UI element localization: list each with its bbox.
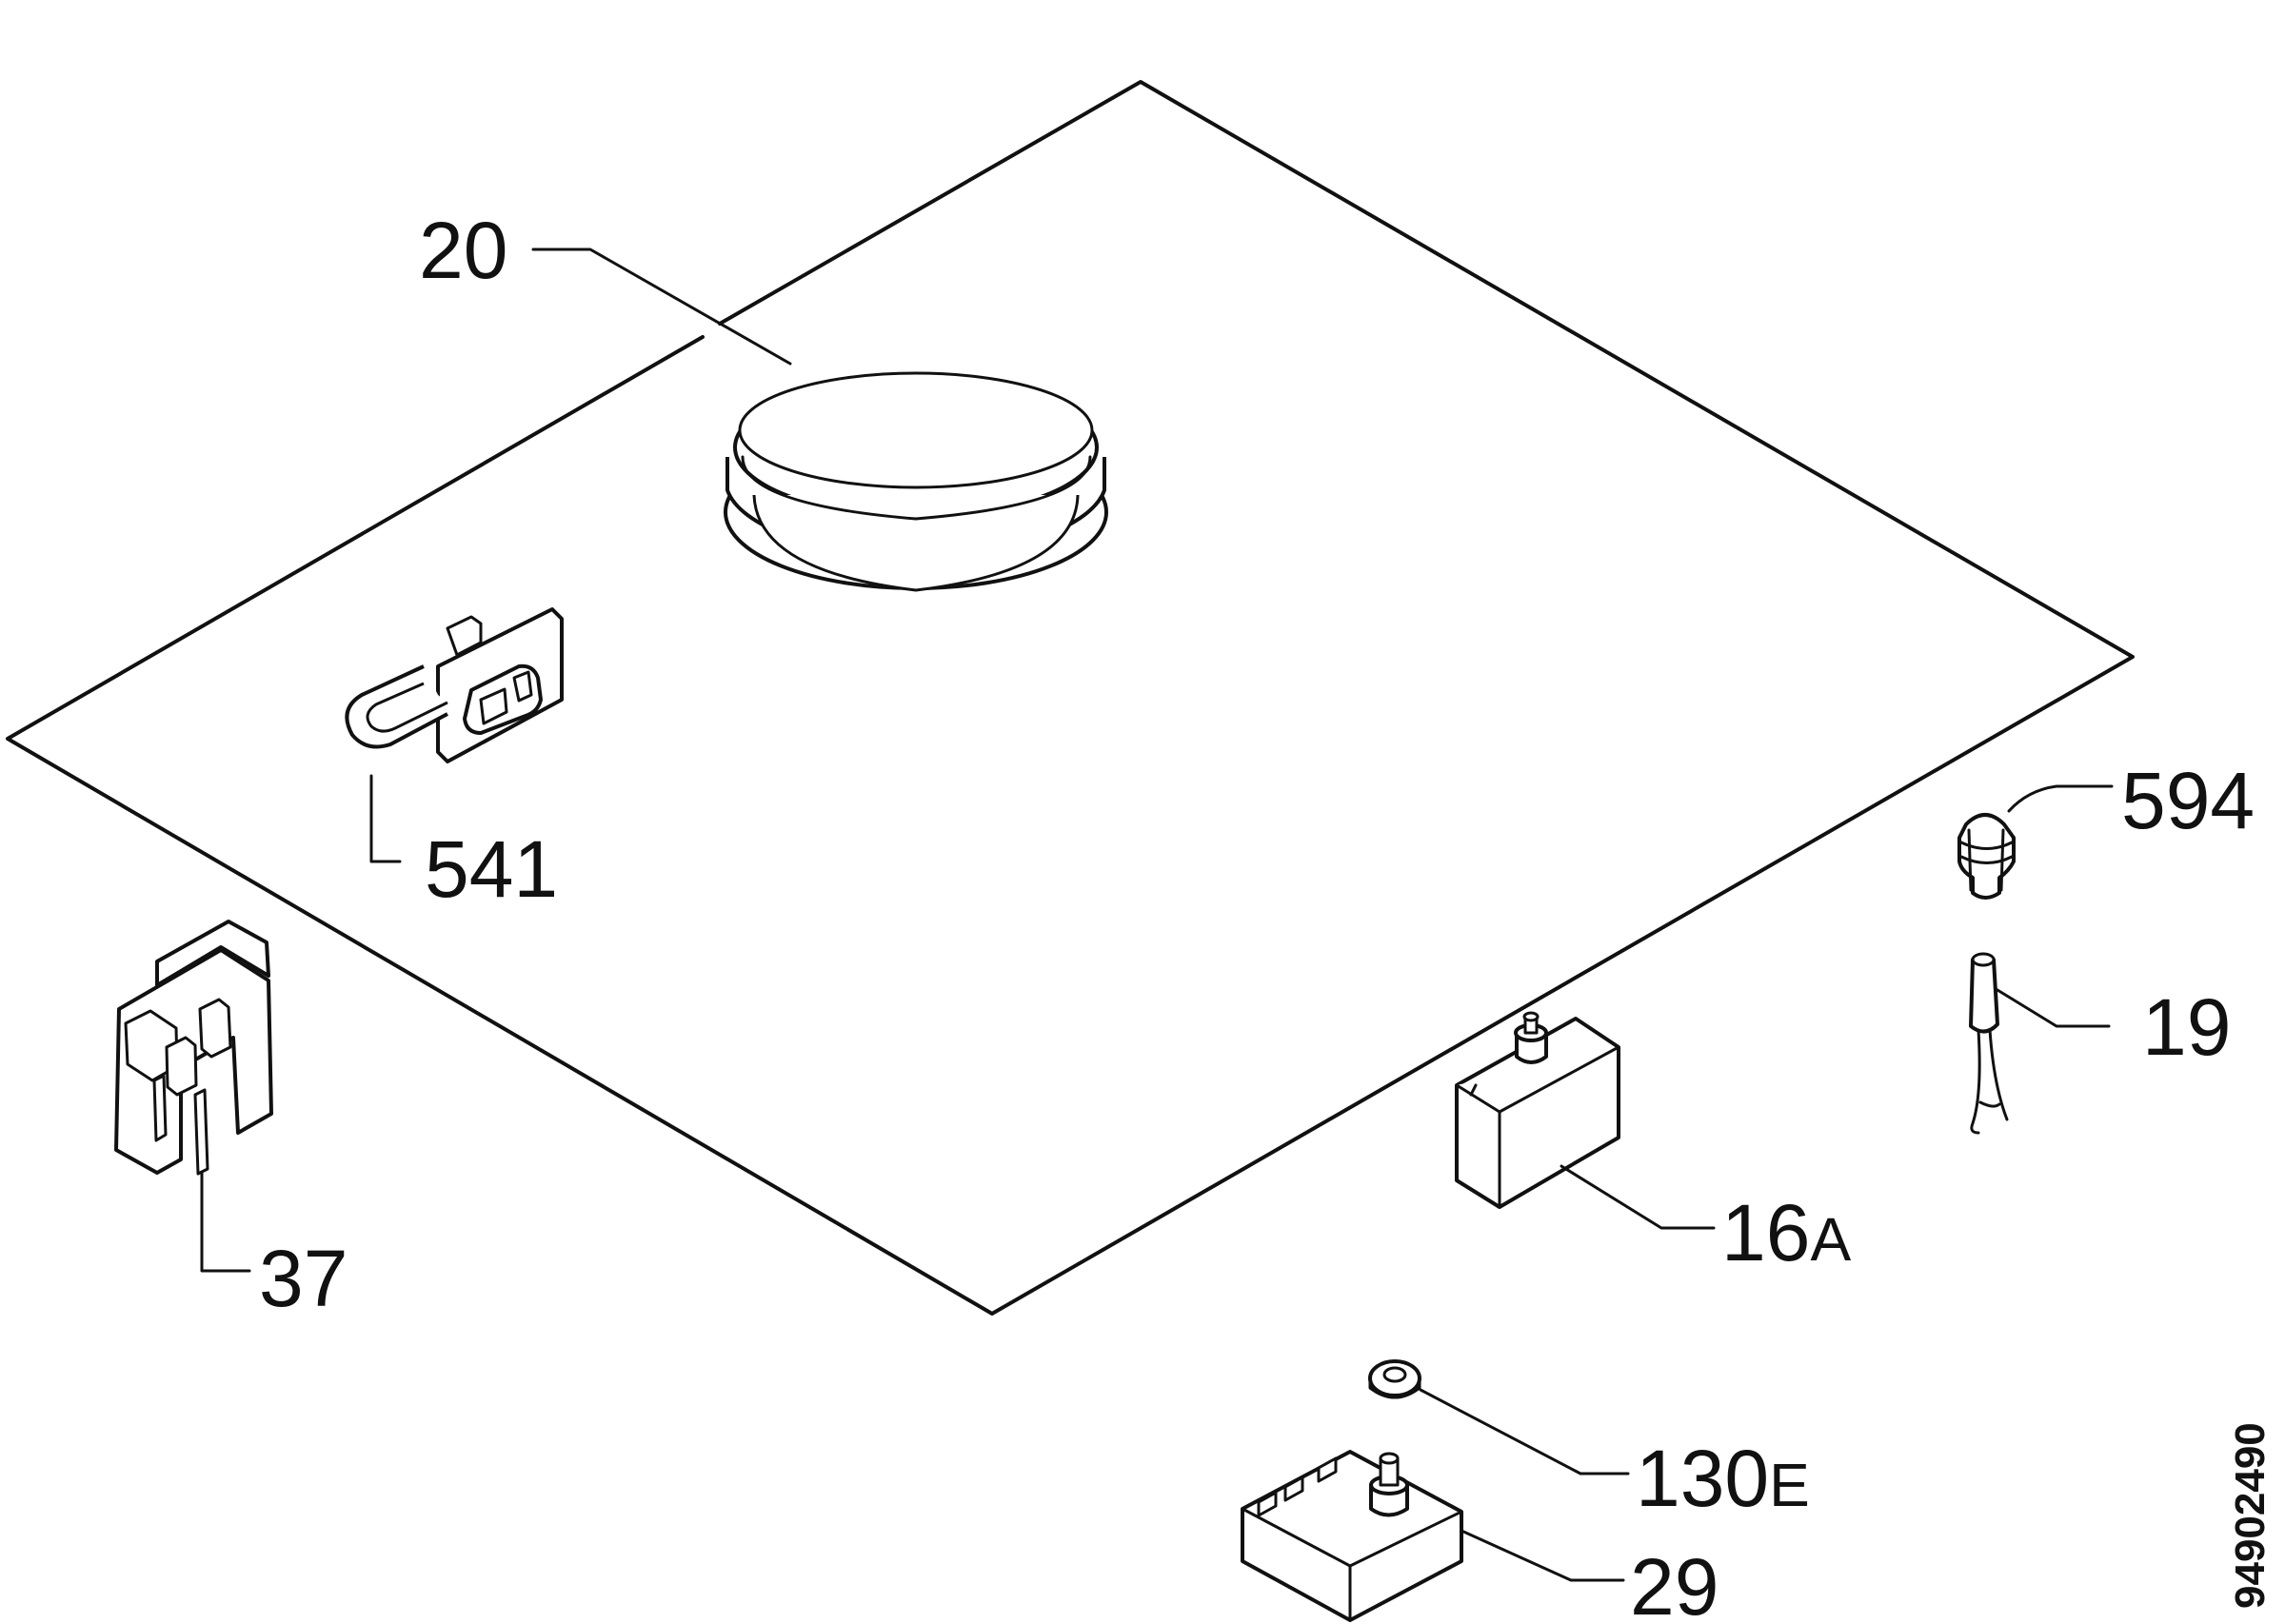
callout-541: 541 — [425, 824, 558, 914]
leader-lines — [200, 248, 2114, 1582]
switch-base-part-29 — [1241, 1450, 1463, 1622]
leader-541 — [369, 774, 402, 863]
drawing-number: 94902490 — [2227, 1422, 2274, 1609]
hob-top-plate — [6, 80, 2135, 1316]
leader-29 — [1460, 1529, 1625, 1582]
sensor-part-19 — [1969, 952, 2009, 1135]
callout-37: 37 — [259, 1234, 348, 1323]
bracket-part-37 — [114, 920, 273, 1176]
callout-594: 594 — [2121, 756, 2255, 845]
terminal-block-part-541 — [345, 607, 564, 763]
leader-130e — [1419, 1388, 1630, 1475]
callout-130e: 130E — [1636, 1434, 1810, 1523]
callout-29: 29 — [1630, 1542, 1719, 1624]
switch-part-16a — [1455, 1011, 1620, 1209]
washer-part-130e — [1368, 1359, 1421, 1399]
leader-16a — [1560, 1164, 1716, 1230]
callout-19: 19 — [2142, 982, 2231, 1072]
callout-20: 20 — [419, 206, 507, 295]
leader-20 — [531, 248, 792, 366]
leader-37 — [200, 1171, 251, 1273]
nut-part-594 — [1957, 813, 2016, 900]
hotplate-part-20 — [724, 371, 1108, 592]
leader-19 — [1996, 988, 2111, 1028]
leader-594 — [2007, 784, 2114, 813]
callout-16a: 16A — [1721, 1188, 1851, 1277]
